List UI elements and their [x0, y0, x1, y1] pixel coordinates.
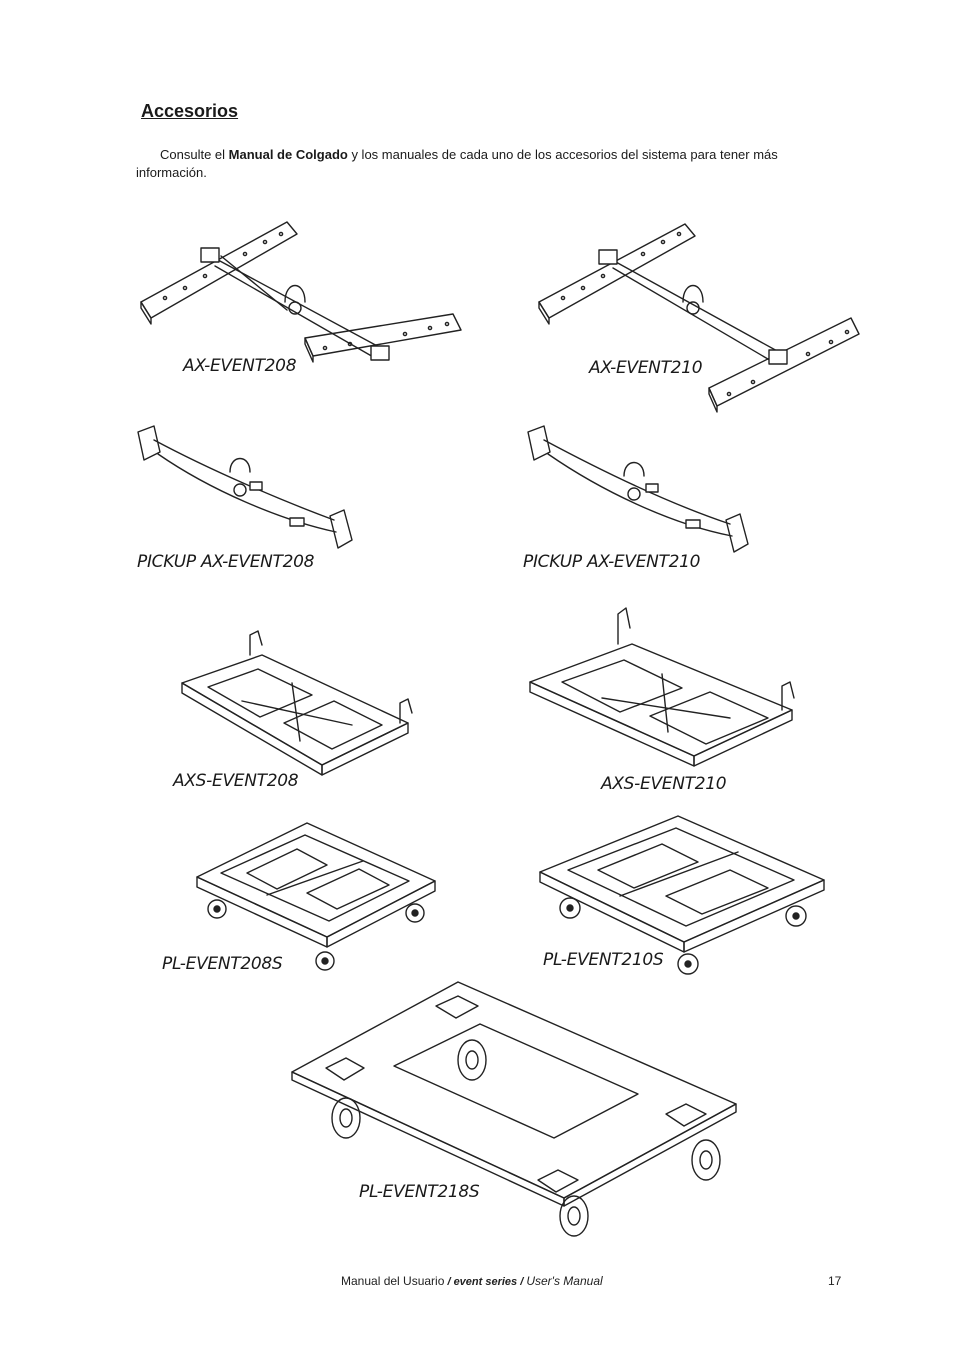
pl-event210s-label: PL-EVENT210S [543, 950, 664, 970]
axs-event208-label: AXS-EVENT208 [173, 771, 299, 791]
ax-event208-drawing [140, 221, 462, 363]
ax-event210-drawing [538, 223, 860, 413]
pl-event218s-drawing [291, 981, 737, 1237]
footer-series: event series [453, 1276, 518, 1288]
pickup-ax-event210-drawing [527, 425, 749, 553]
intro-text-after: y los manuales de cada uno de los acceso… [136, 147, 778, 180]
intro-text-before: Consulte el [160, 147, 229, 162]
pickup-ax-event208-drawing [137, 425, 353, 549]
page-number: 17 [828, 1274, 842, 1288]
footer-manual-en: User's Manual [526, 1274, 603, 1288]
footer-separator-2: / [517, 1276, 527, 1288]
intro-paragraph: Consulte el Manual de Colgado y los manu… [136, 146, 836, 182]
ax-event208-label: AX-EVENT208 [183, 356, 297, 376]
axs-event210-drawing [529, 607, 795, 767]
footer-manual-es: Manual del Usuario [341, 1274, 445, 1288]
page-footer: Manual del Usuario / event series / User… [341, 1274, 603, 1288]
intro-manual-link-text: Manual de Colgado [228, 147, 348, 162]
pl-event208s-drawing [196, 822, 436, 971]
pl-event208s-label: PL-EVENT208S [162, 954, 283, 974]
section-heading: Accesorios [141, 101, 239, 121]
ax-event210-label: AX-EVENT210 [589, 358, 703, 378]
pickup-ax-event208-label: PICKUP AX-EVENT208 [137, 552, 315, 572]
pickup-ax-event210-label: PICKUP AX-EVENT210 [523, 552, 701, 572]
axs-event210-label: AXS-EVENT210 [601, 774, 727, 794]
footer-separator-1: / [444, 1276, 454, 1288]
pl-event218s-label: PL-EVENT218S [359, 1182, 480, 1202]
axs-event208-drawing [181, 630, 413, 776]
pl-event210s-drawing [539, 815, 825, 975]
